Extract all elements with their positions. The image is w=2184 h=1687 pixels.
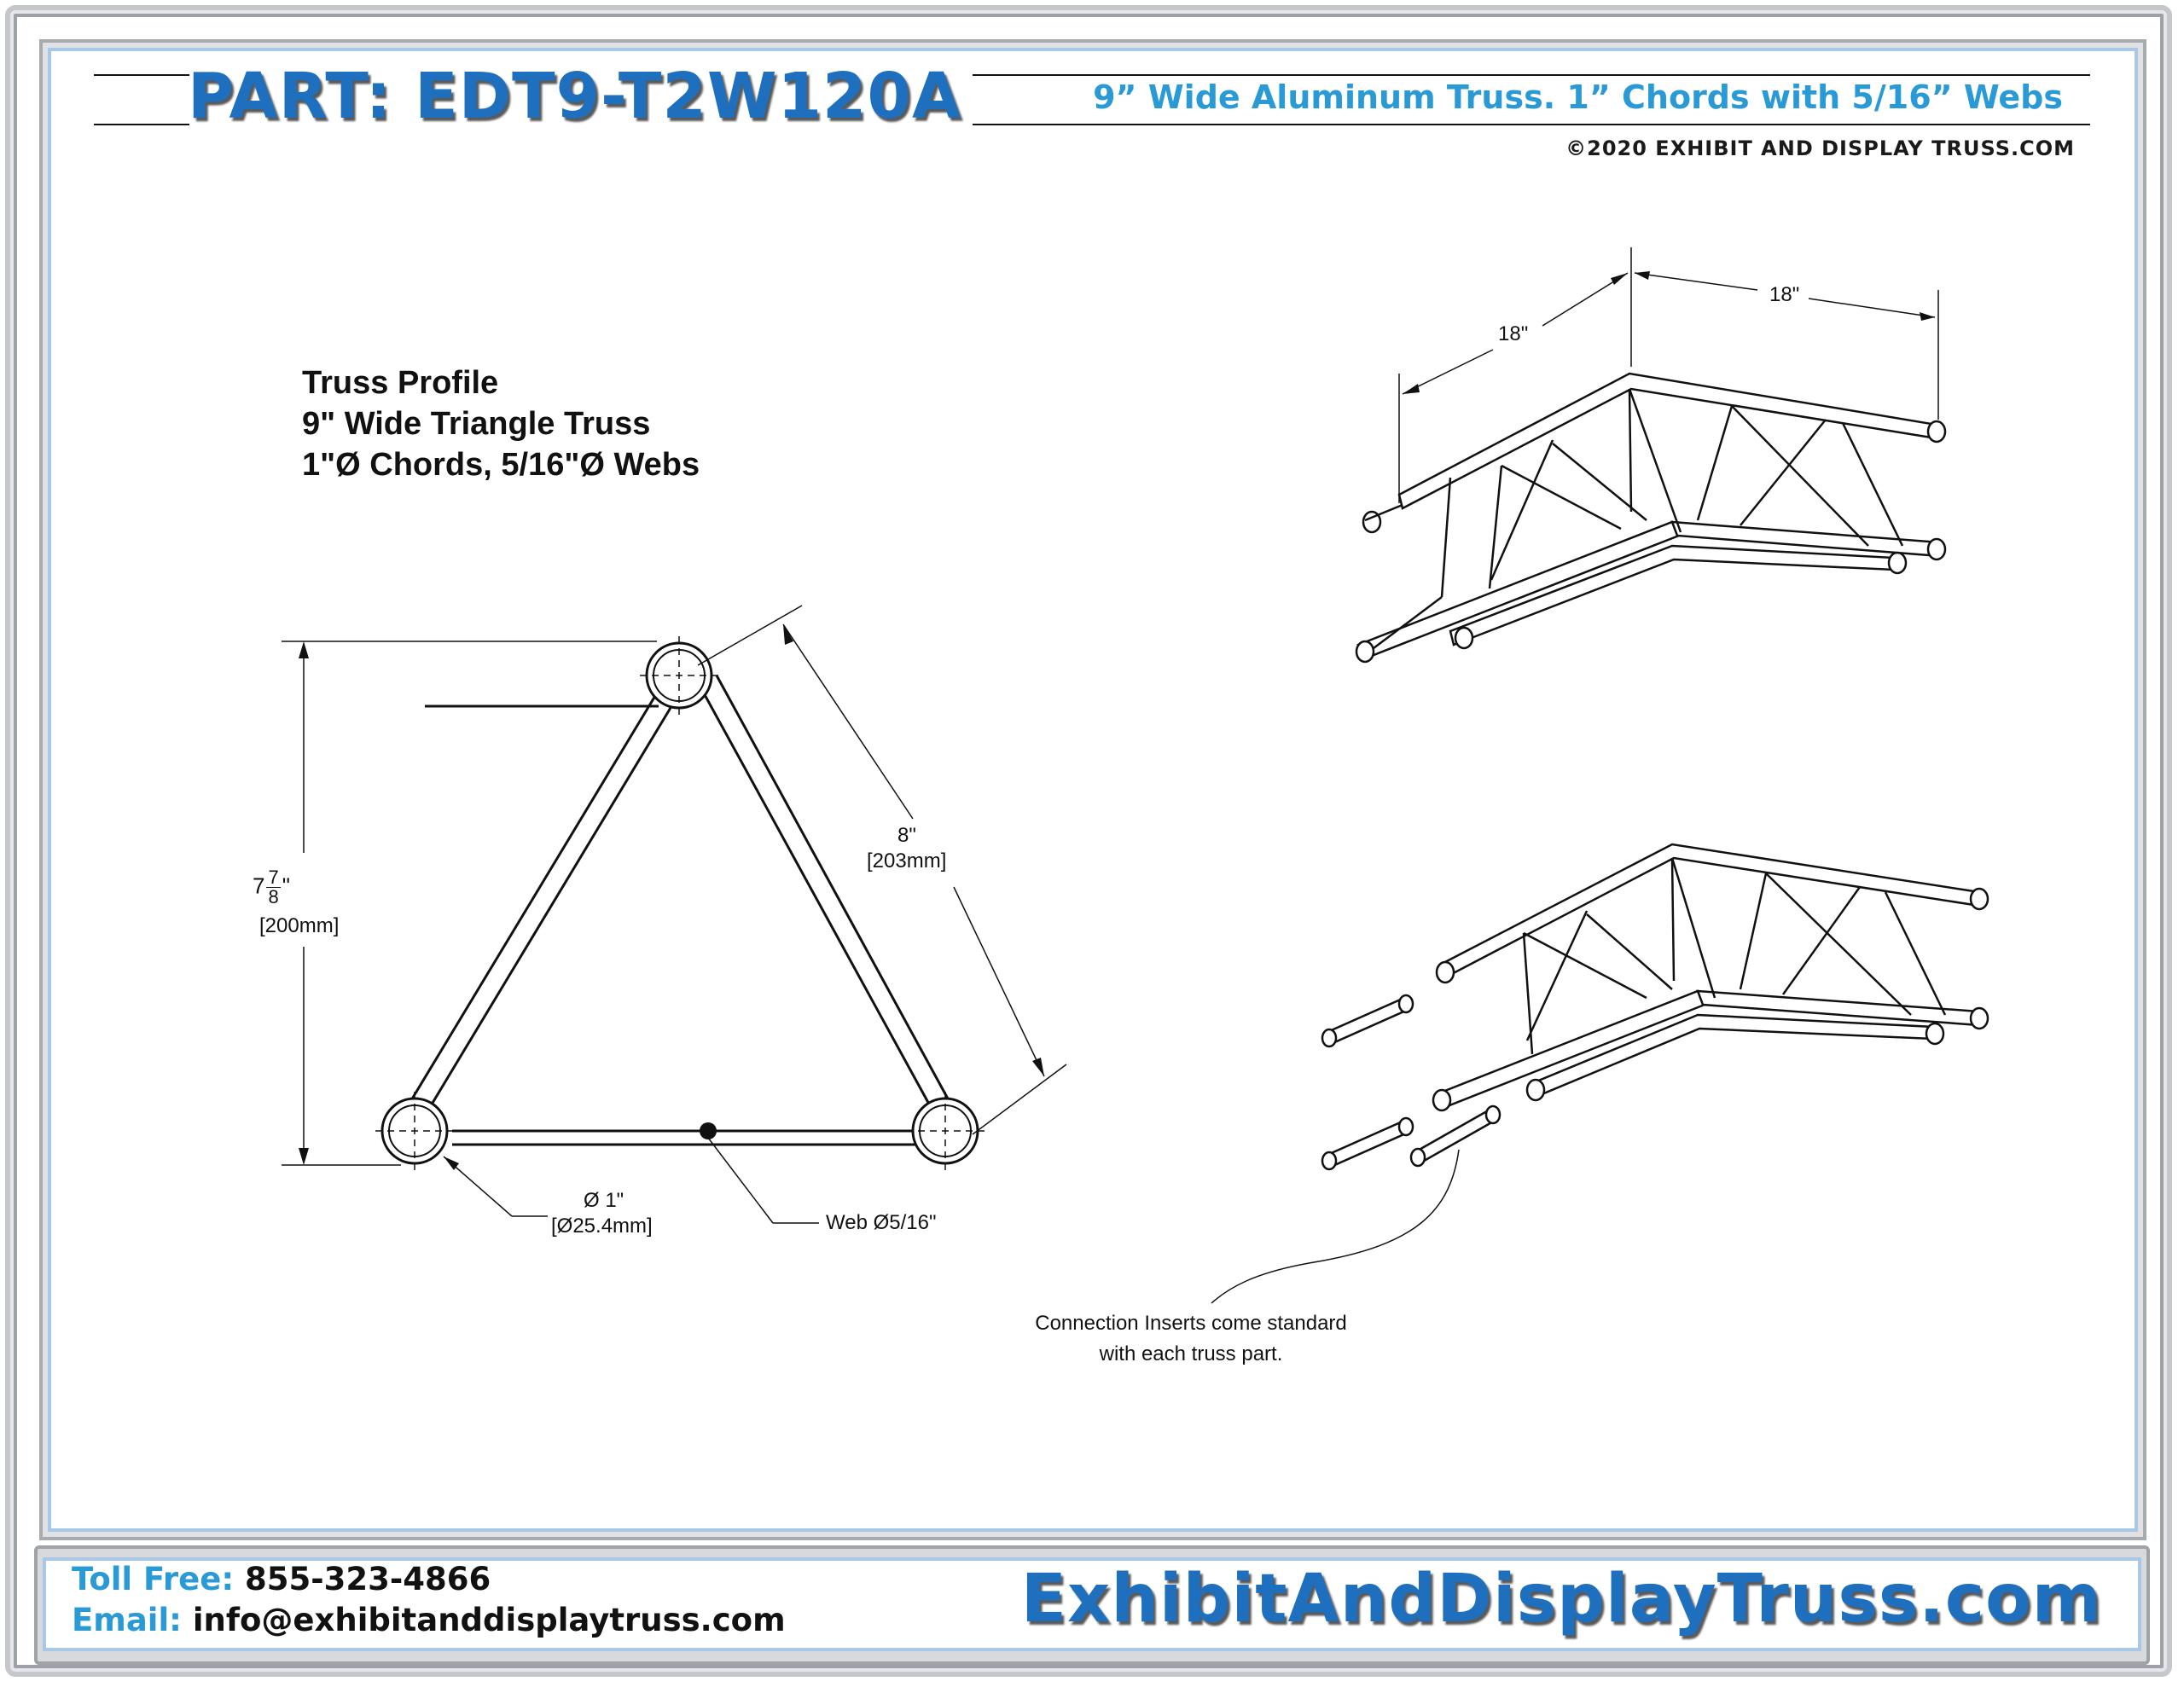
toll-free-row: Toll Free: 855-323-4866 [72,1559,786,1600]
footer-contact: Toll Free: 855-323-4866 Email: info@exhi… [72,1559,786,1641]
connection-inserts [1321,994,1502,1171]
email-row: Email: info@exhibitanddisplaytruss.com [72,1600,786,1641]
site-name-link[interactable]: ExhibitAndDisplayTruss.com [1020,1561,2102,1638]
height-fraction-num: 7 [266,867,281,888]
side-length-in: 8" [897,824,916,847]
profile-dimensions [282,605,1067,1224]
connection-inserts-note: Connection Inserts come standard with ea… [1035,1308,1347,1370]
profile-line-1: Truss Profile [302,365,499,401]
chord-diameter-in: Ø 1" [584,1189,624,1212]
note-leader [1211,1149,1460,1304]
email-address[interactable]: info@exhibitanddisplaytruss.com [192,1602,786,1638]
outer-frame [5,5,2172,1677]
corner-truss-exploded [1432,843,1989,1112]
chord-diameter-mm: [Ø25.4mm] [551,1215,653,1238]
height-mm: [200mm] [259,914,340,937]
corner-leg-b: 18" [1769,283,1800,306]
truss-profile-drawing [375,636,985,1170]
height-fraction-den: 8 [268,886,279,907]
footer-panel [43,1557,2141,1651]
corner-truss-assembled [1355,372,1947,664]
web-diameter: Web Ø5/16" [826,1211,937,1234]
drawing-area [48,48,2138,1532]
part-title: PART: EDT9-T2W120A [188,60,962,133]
height-inch-mark: " [282,872,290,899]
profile-line-2: 9" Wide Triangle Truss [302,406,651,442]
profile-description: Truss Profile 9" Wide Triangle Truss 1"Ø… [302,362,700,485]
side-length-mm: [203mm] [867,849,947,872]
part-subtitle: 9” Wide Aluminum Truss. 1” Chords with 5… [1093,78,2063,116]
toll-free-label: Toll Free: [72,1561,235,1597]
corner-dimensions [1398,247,1939,503]
profile-line-3: 1"Ø Chords, 5/16"Ø Webs [302,447,700,483]
header-rules [94,74,2090,125]
web-section-dot [700,1122,717,1139]
copyright-notice: ©2020 EXHIBIT AND DISPLAY TRUSS.COM [1565,136,2075,160]
note-line-2: with each truss part. [1099,1342,1283,1365]
corner-leg-a: 18" [1498,322,1529,345]
toll-free-number[interactable]: 855-323-4866 [245,1561,491,1597]
height-whole: 7 [253,872,265,899]
email-label: Email: [72,1602,182,1638]
note-line-1: Connection Inserts come standard [1035,1312,1347,1335]
